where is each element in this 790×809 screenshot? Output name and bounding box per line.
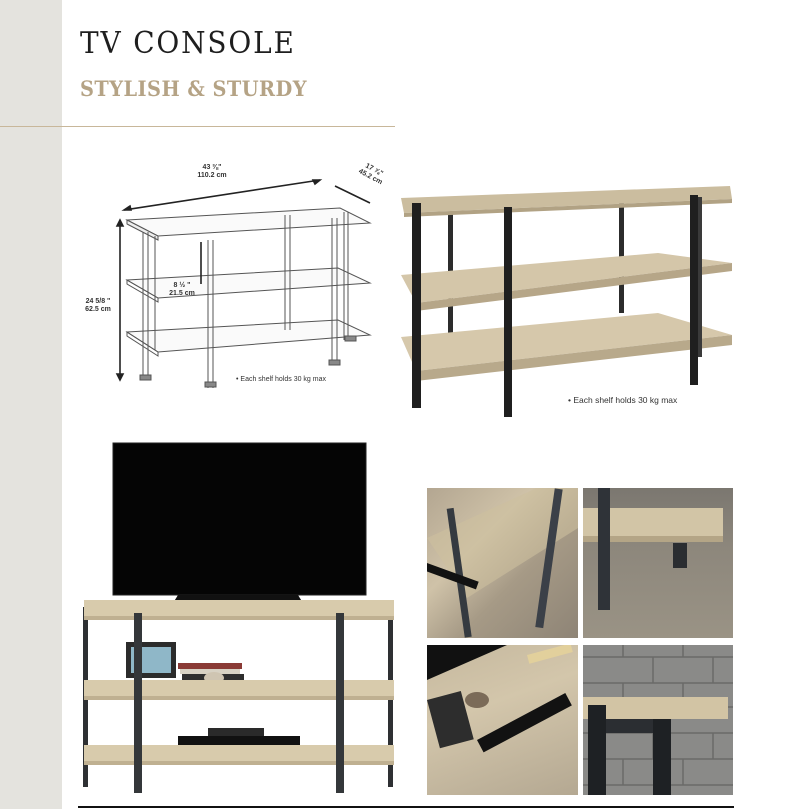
height-dimension-label: 24 5/8 " 62.5 cm bbox=[80, 298, 116, 314]
drawing-capacity-note: • Each shelf holds 30 kg max bbox=[236, 376, 326, 383]
page-title: TV CONSOLE bbox=[80, 26, 296, 61]
product-photo: • Each shelf holds 30 kg max bbox=[398, 183, 734, 418]
console-product-image bbox=[401, 186, 732, 417]
detail-photo-brick-wall-corner bbox=[583, 645, 733, 795]
detail-photo-leg-corner bbox=[583, 488, 733, 638]
width-cm: 110.2 cm bbox=[197, 172, 227, 179]
footer-divider bbox=[78, 806, 734, 808]
sidebar-band bbox=[0, 0, 62, 809]
height-inches: 24 5/8 " bbox=[85, 298, 111, 305]
width-inches: 43 ⅜" bbox=[202, 164, 222, 171]
tv-on-console-image bbox=[83, 442, 394, 793]
detail-image-2 bbox=[583, 488, 723, 610]
detail-photo-shelf-angle bbox=[427, 488, 578, 638]
height-cm: 62.5 cm bbox=[85, 306, 111, 313]
shelf-gap-cm: 21.5 cm bbox=[169, 290, 195, 297]
width-dimension-label: 43 ⅜" 110.2 cm bbox=[192, 164, 232, 180]
lifestyle-photo bbox=[78, 440, 403, 795]
shelf-gap-inches: 8 ½ " bbox=[173, 282, 191, 289]
detail-image-3 bbox=[427, 645, 573, 753]
detail-image-4 bbox=[583, 645, 733, 795]
detail-photo-shelf-items bbox=[427, 645, 578, 795]
dimension-drawing: 43 ⅜" 110.2 cm 17 ⅞" 45.2 cm 24 5/8 " 62… bbox=[80, 160, 400, 400]
header-divider bbox=[0, 126, 395, 127]
shelf-gap-dimension-label: 8 ½ " 21.5 cm bbox=[164, 282, 200, 298]
page-subtitle: STYLISH & STURDY bbox=[80, 76, 307, 101]
detail-image-1 bbox=[427, 488, 578, 638]
console-line-drawing bbox=[115, 179, 372, 388]
product-capacity-note: • Each shelf holds 30 kg max bbox=[568, 395, 678, 405]
